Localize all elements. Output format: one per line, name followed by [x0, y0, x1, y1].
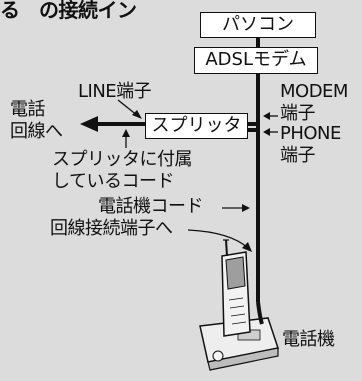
- modem-terminal-label-1: MODEM: [280, 81, 348, 102]
- adsl-modem-box: ADSLモデム: [194, 47, 318, 74]
- telephone-icon: [199, 239, 279, 371]
- modem-terminal-label-2: 端子: [280, 103, 316, 124]
- phone-cord-label: 電話機コード: [98, 196, 204, 217]
- telephone-label: 電話機: [282, 329, 335, 350]
- page-title: る の接続イン: [0, 0, 137, 22]
- line-terminal-arrowhead: [132, 110, 142, 119]
- line-jack-arrowhead: [242, 242, 252, 252]
- phone-terminal-label-2: 端子: [280, 145, 316, 166]
- line-jack-label: 回線接続端子へ: [50, 218, 173, 239]
- pc-box: パソコン: [200, 12, 316, 38]
- phone-cord-arrowhead: [242, 204, 250, 212]
- splitter-box: スプリッタ: [145, 113, 248, 139]
- line-jack-pointer: [187, 229, 249, 249]
- modem-terminal-arrowhead: [263, 112, 270, 120]
- phone-terminal-label-1: PHONE: [280, 123, 341, 144]
- phone-line-arrow: [80, 116, 98, 132]
- telephone-line-label-1: 電話: [10, 99, 46, 120]
- telephone-line-label-2: 回線へ: [10, 121, 63, 142]
- phone-terminal-arrowhead: [263, 128, 270, 136]
- accessory-arrowhead: [122, 129, 130, 137]
- splitter-accessory-label-1: スプリッタに付属: [52, 149, 193, 170]
- line-terminal-label: LINE端子: [78, 81, 152, 102]
- splitter-accessory-label-2: しているコード: [52, 171, 174, 192]
